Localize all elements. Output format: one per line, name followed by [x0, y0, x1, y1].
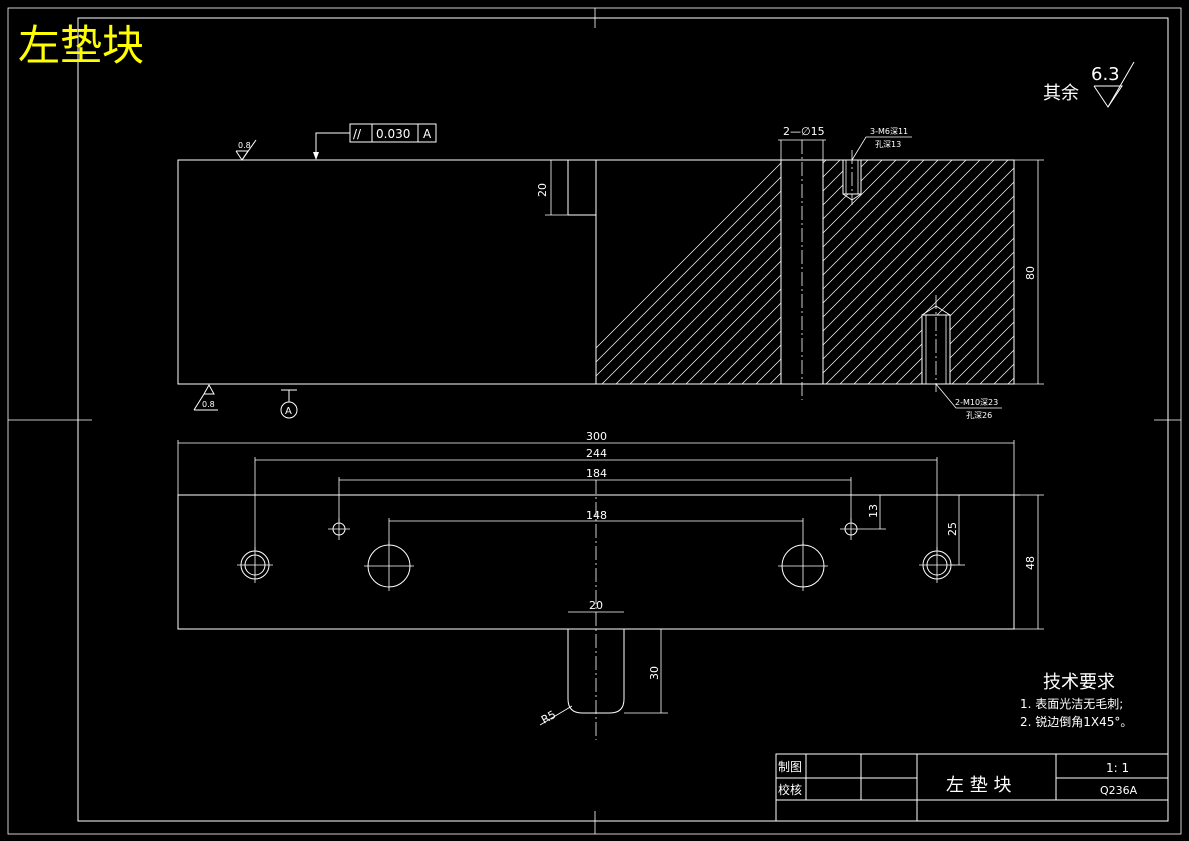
title-block-drawn-label: 制图	[778, 760, 802, 774]
callout-m10: 2-M10深23 孔深26	[935, 383, 1002, 420]
hole-right-outer	[919, 547, 955, 583]
inner-frame	[77, 17, 1169, 822]
centering-marks	[8, 8, 1181, 834]
hatch-line	[596, 160, 799, 363]
top-view: 0.8 // 0.030 A 0.8 A	[177, 123, 1189, 420]
dim-holes-2-text: 2—∅15	[783, 125, 825, 138]
tech-req-item-1: 1. 表面光洁无毛刺;	[1020, 697, 1123, 711]
dim-step-20-text: 20	[536, 183, 549, 197]
callout-m10-line2: 孔深26	[966, 411, 992, 420]
hole-left-outer	[237, 547, 273, 583]
dim-13-text: 13	[867, 504, 880, 518]
hatch-line	[1120, 160, 1189, 384]
dim-radius-text: R5	[539, 708, 558, 727]
dim-148: 148	[388, 509, 804, 545]
dim-184-text: 184	[586, 467, 607, 480]
dim-25: 25	[946, 495, 965, 566]
title-block-part-name: 左 垫 块	[946, 775, 1011, 796]
datum-a-label: A	[285, 406, 292, 417]
bottom-view: 300 244 184 148 13	[177, 430, 1044, 740]
hatch-line	[596, 160, 813, 377]
hatch-line	[839, 209, 1014, 384]
hatch-line	[979, 349, 1014, 384]
outer-frame	[7, 7, 1182, 835]
hatch-line	[853, 223, 1014, 384]
hole-left-large	[364, 541, 414, 591]
technical-requirements: 技术要求 1. 表面光洁无毛刺; 2. 锐边倒角1X45°。	[1020, 672, 1132, 729]
dim-184: 184	[338, 467, 852, 522]
dim-148-text: 148	[586, 509, 607, 522]
callout-m6-line2: 孔深13	[875, 140, 901, 149]
hatch-line	[825, 195, 1014, 384]
roughness-top: 0.8	[235, 139, 257, 161]
dim-height-80: 80	[1014, 159, 1044, 385]
hatch-line	[951, 321, 1014, 384]
hatch-line	[643, 160, 869, 384]
hatch-line	[1176, 160, 1189, 384]
callout-m6: 3-M6深11 孔深13	[851, 127, 912, 161]
general-roughness-label: 其余	[1043, 83, 1079, 104]
roughness-top-value: 0.8	[238, 141, 251, 150]
hatch-line	[741, 160, 967, 384]
tolerance-symbol: //	[353, 127, 362, 141]
dim-48-text: 48	[1024, 556, 1037, 570]
hatch-line	[881, 251, 1014, 384]
dim-13: 13	[862, 494, 1020, 530]
dim-slot-30: 30	[624, 628, 668, 714]
title-block: 制图 校核 左 垫 块 1: 1 Q236A	[775, 753, 1169, 822]
title-block-material: Q236A	[1100, 784, 1138, 797]
roughness-bottom: 0.8	[193, 383, 218, 411]
parallelism-tolerance-frame: // 0.030 A	[313, 123, 437, 160]
title-block-scale: 1: 1	[1106, 761, 1129, 775]
roughness-bottom-value: 0.8	[202, 400, 215, 409]
hatch-line	[727, 160, 953, 384]
hatch-line	[1036, 160, 1189, 384]
datum-a-symbol: A	[280, 389, 298, 419]
tech-req-item-2: 2. 锐边倒角1X45°。	[1020, 715, 1132, 729]
hatch-line	[596, 160, 785, 349]
dim-radius: R5	[539, 705, 573, 727]
dim-48: 48	[1014, 494, 1044, 630]
dim-step-20: 20	[536, 159, 568, 216]
dim-300-text: 300	[586, 430, 607, 443]
drawing-title: 左垫块	[18, 21, 144, 70]
hatch-line	[1162, 160, 1189, 384]
hatch-line	[1078, 160, 1189, 384]
hatch-line	[923, 293, 1014, 384]
title-block-checked-label: 校核	[778, 782, 802, 797]
hatch-line	[937, 307, 1014, 384]
callout-m6-line1: 3-M6深11	[870, 127, 908, 136]
hatch-line	[797, 167, 1014, 384]
dim-300: 300	[177, 430, 1015, 495]
tolerance-datum: A	[423, 127, 432, 141]
dim-244: 244	[254, 447, 938, 550]
hatch-line	[1106, 160, 1189, 384]
hatch-line	[867, 237, 1014, 384]
hatch-line	[965, 335, 1014, 384]
dim-244-text: 244	[586, 447, 607, 460]
tech-req-heading: 技术要求	[1043, 672, 1115, 693]
hole-right-large	[778, 541, 828, 591]
dim-slot-20: 20	[568, 599, 624, 613]
dim-25-text: 25	[946, 522, 959, 536]
hatch-line	[657, 160, 883, 384]
section-hatch	[596, 160, 1189, 384]
general-roughness-value: 6.3	[1091, 64, 1120, 85]
hatch-line	[811, 181, 1014, 384]
hatch-line	[1022, 160, 1189, 384]
tolerance-value: 0.030	[376, 127, 410, 141]
callout-m10-line1: 2-M10深23	[955, 398, 998, 407]
hatch-line	[1064, 160, 1189, 384]
dim-slot-30-text: 30	[648, 666, 661, 680]
dim-height-80-text: 80	[1024, 266, 1037, 280]
dim-slot-20-text: 20	[589, 599, 603, 612]
dim-holes-2: 2—∅15	[778, 125, 826, 160]
general-roughness: 其余 6.3	[1043, 61, 1135, 108]
hatch-line	[1092, 160, 1189, 384]
hatch-line	[713, 160, 939, 384]
